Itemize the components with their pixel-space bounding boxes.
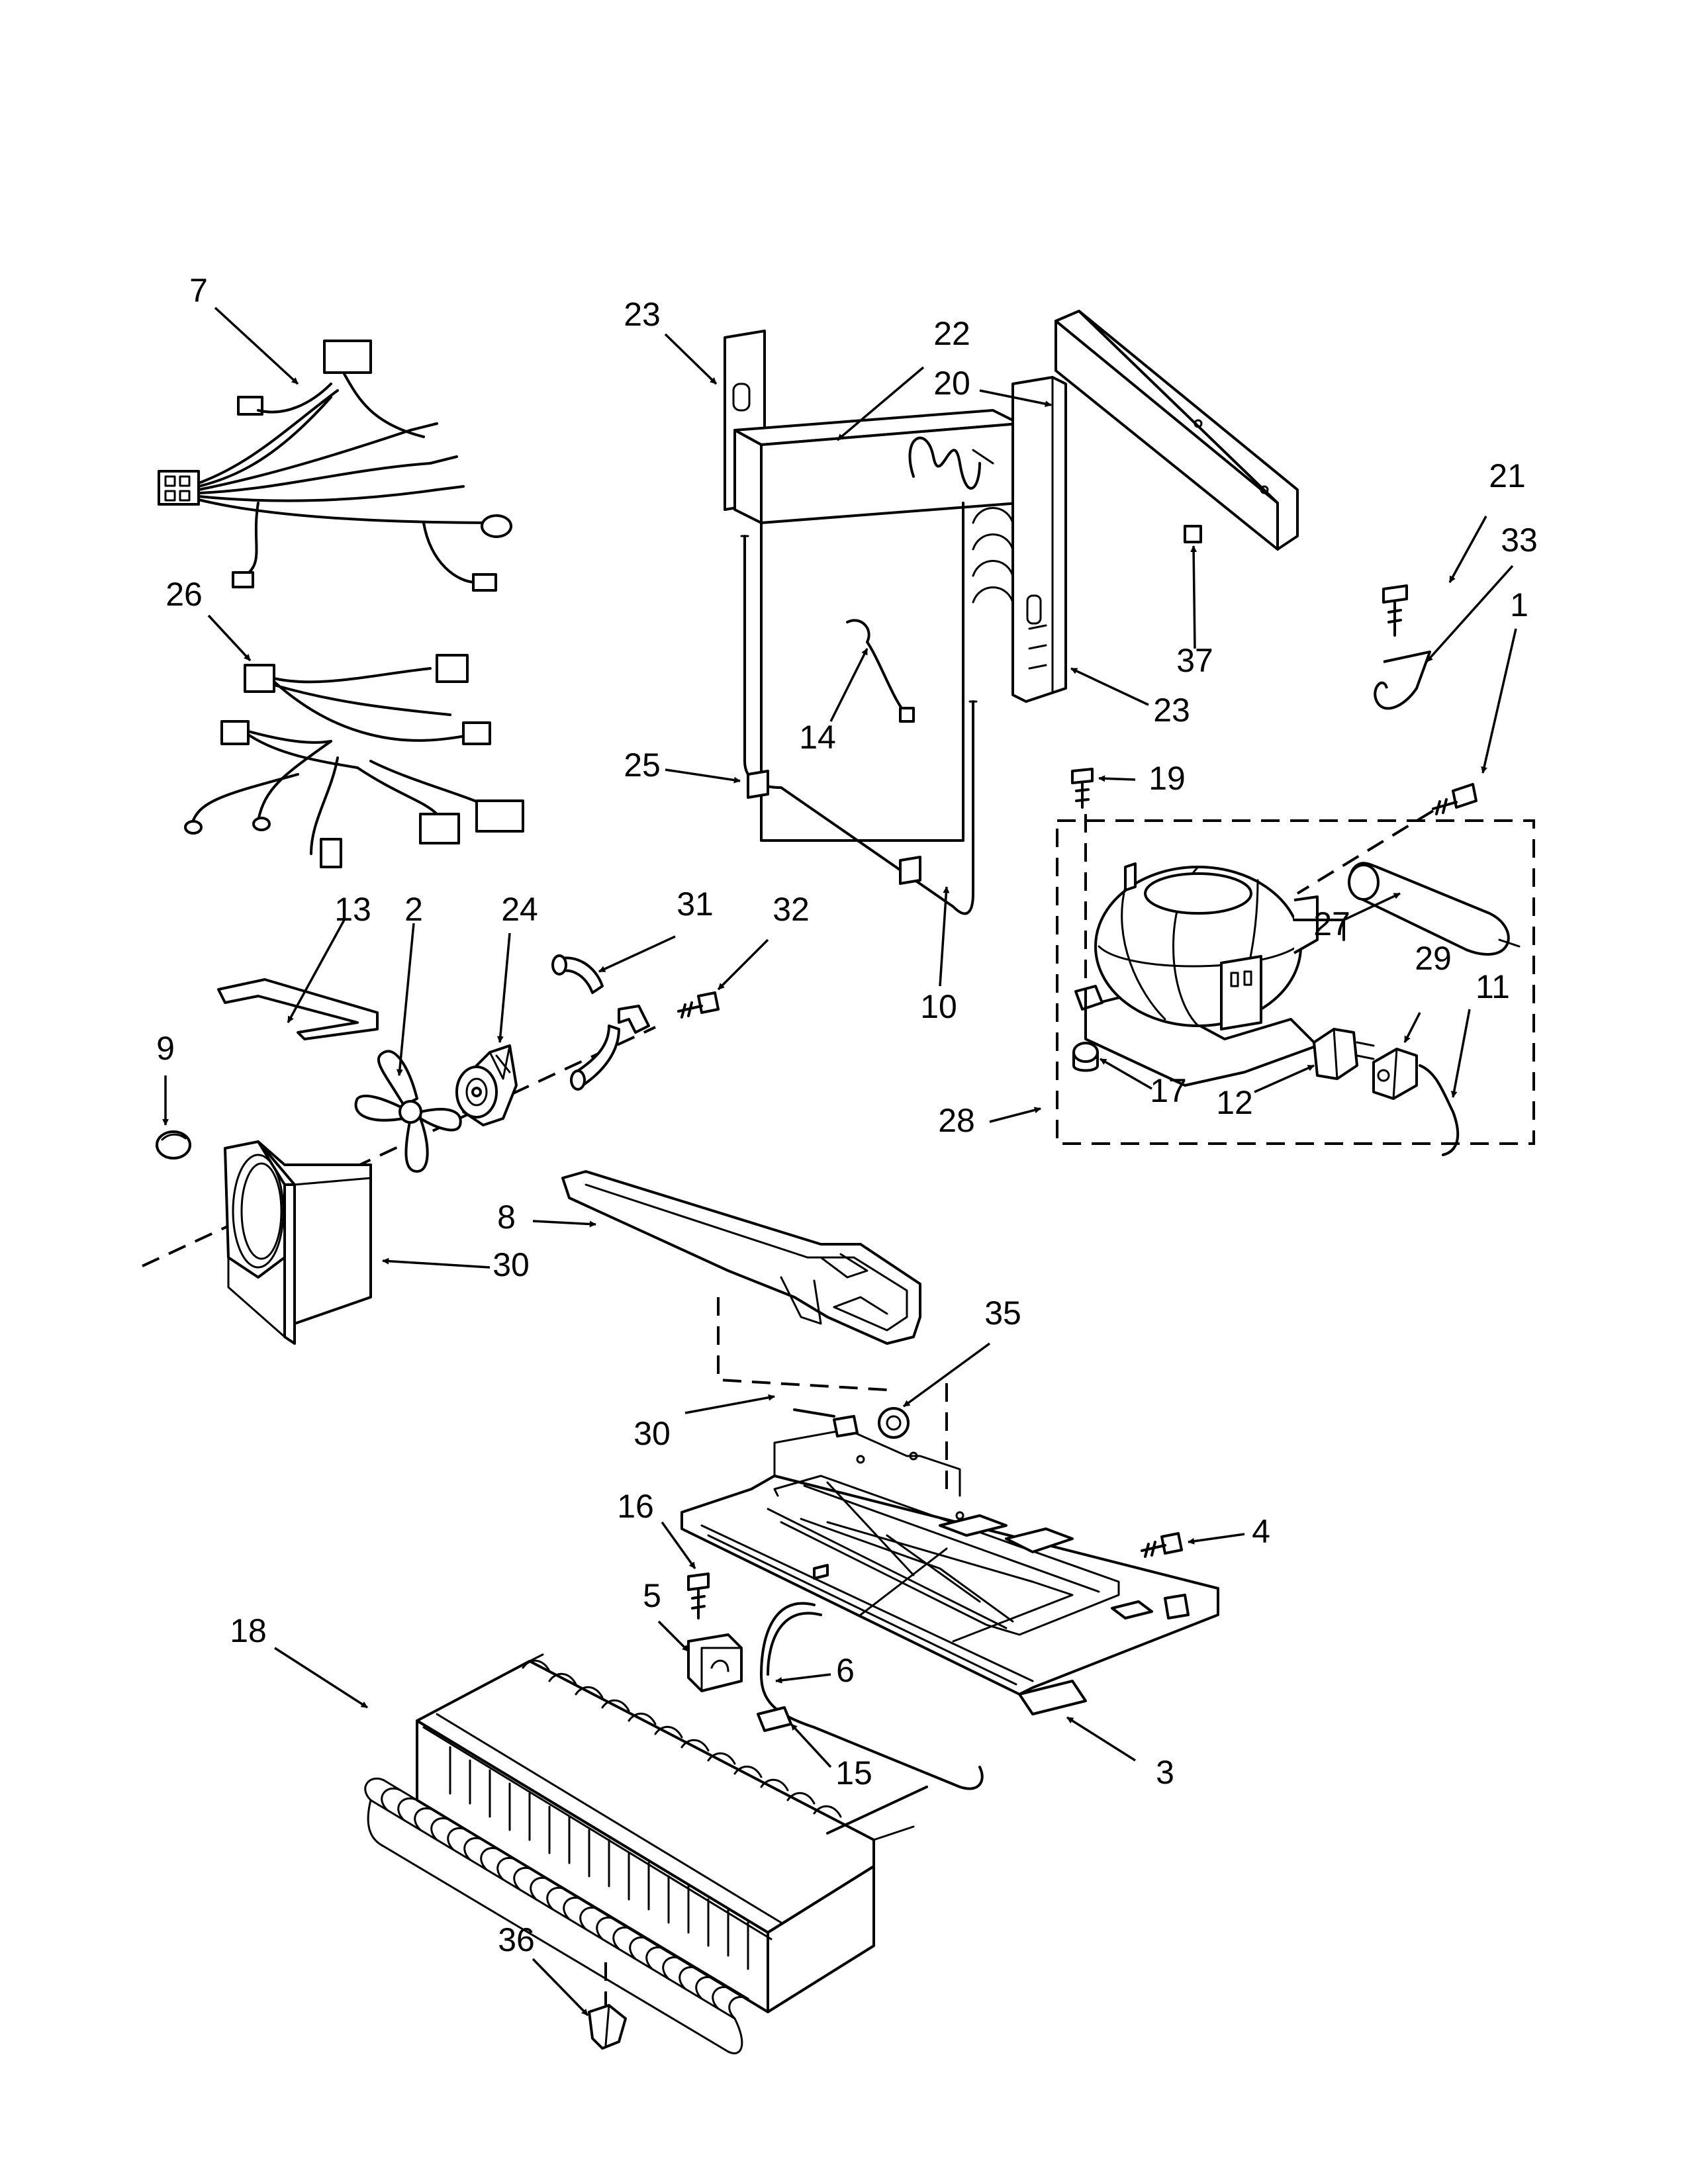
label-36: 36 (498, 1921, 535, 1958)
tube-30 (793, 1408, 835, 1418)
coupling-15 (757, 1706, 792, 1732)
block-5 (687, 1633, 743, 1692)
clip-36 (588, 1962, 627, 2050)
label-7: 7 (189, 272, 208, 309)
label-27: 27 (1313, 905, 1350, 942)
compressor-assembly-box (1056, 819, 1535, 1145)
screw-and-clamp (1374, 584, 1431, 710)
power-wire (1419, 1064, 1460, 1156)
evaporator-cover (1055, 310, 1299, 551)
label-11: 11 (1476, 968, 1510, 1005)
overload (1372, 1048, 1418, 1100)
label-9: 9 (156, 1030, 175, 1067)
label-33: 32 (773, 891, 810, 928)
compressor (1074, 862, 1345, 1087)
label-13: 13 (334, 891, 371, 928)
label-35: 35 (984, 1295, 1021, 1332)
label-15: 15 (835, 1754, 872, 1792)
label-6: 6 (836, 1652, 855, 1689)
gasket-13 (217, 978, 379, 1040)
motor-mounts-32 (551, 954, 650, 1091)
condenser (364, 1653, 928, 2054)
screw-33 (677, 991, 720, 1019)
label-3: 3 (1156, 1754, 1174, 1791)
start-relay (1313, 1028, 1375, 1080)
screw-4 (1141, 1532, 1183, 1558)
label-17: 17 (1150, 1072, 1187, 1109)
label-29: 29 (1415, 940, 1452, 977)
label-18: 18 (230, 1612, 267, 1649)
label-12: 12 (1216, 1084, 1253, 1121)
label-24: 24 (501, 891, 538, 928)
base-plate (680, 1415, 1219, 1715)
fan-motor (455, 1044, 518, 1126)
label-22: 22 (933, 315, 970, 352)
screw-19 (1071, 768, 1094, 1046)
filter-drier (1348, 862, 1521, 956)
bolt-1 (1296, 783, 1477, 895)
fan-blade (354, 1050, 462, 1173)
label-20: 20 (933, 365, 970, 402)
label-23-right: 23 (1153, 692, 1190, 729)
label-31: 30 (492, 1246, 530, 1283)
label-25: 25 (624, 747, 661, 784)
wire-harness-upper (158, 340, 512, 592)
label-19: 19 (1149, 760, 1186, 797)
leader-lines (162, 306, 1517, 2017)
wire-harness-lower (184, 654, 524, 868)
label-16: 16 (617, 1488, 654, 1525)
evaporator-assembly (724, 330, 1067, 915)
label-4: 4 (1252, 1513, 1270, 1550)
label-26: 26 (165, 576, 203, 613)
label-14: 14 (799, 719, 836, 756)
label-2: 2 (404, 891, 423, 928)
label-34: 33 (1501, 522, 1538, 559)
part-labels: 7 26 23 22 20 21 33 1 37 23 14 25 19 10 … (156, 272, 1538, 1958)
label-1: 1 (1510, 586, 1528, 623)
drain-trough (561, 1170, 921, 1345)
grommet (1072, 1042, 1099, 1072)
clip-35 (878, 1407, 910, 1439)
screw-16 (687, 1572, 710, 1619)
label-28: 28 (938, 1102, 975, 1139)
label-30: 30 (633, 1415, 671, 1452)
plug-9 (156, 1130, 191, 1160)
label-10: 10 (920, 988, 957, 1025)
fan-shroud (224, 1140, 372, 1345)
label-37: 37 (1176, 642, 1213, 679)
label-8: 8 (497, 1199, 516, 1236)
tube-6 (760, 1602, 984, 1790)
label-23-left: 23 (624, 296, 661, 333)
label-5: 5 (643, 1577, 661, 1614)
label-21: 21 (1489, 457, 1526, 494)
label-32: 31 (677, 886, 714, 923)
